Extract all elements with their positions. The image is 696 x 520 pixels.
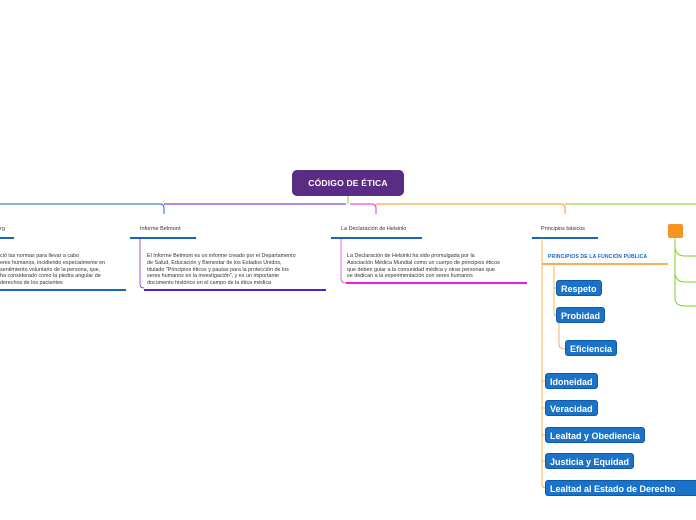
- topic-declaracion-helsinki[interactable]: La Declaración de Helsinki: [341, 226, 407, 232]
- topic-informe-belmont[interactable]: Informe Belmont: [140, 226, 181, 232]
- pill-justicia-equidad[interactable]: Justicia y Equidad: [545, 453, 635, 469]
- pill-lealtad-estado-derecho[interactable]: Lealtad al Estado de Derecho: [545, 480, 696, 496]
- orange-topic-node[interactable]: [668, 224, 683, 238]
- pill-respeto[interactable]: Respeto: [556, 280, 602, 296]
- pill-eficiencia[interactable]: Eficiencia: [565, 340, 618, 356]
- nuremberg-description: ció las normas para llevar a cabo eres h…: [0, 253, 106, 287]
- pill-idoneidad[interactable]: Idoneidad: [545, 373, 598, 389]
- topic-label-0[interactable]: rg: [0, 226, 5, 232]
- pill-lealtad-obediencia[interactable]: Lealtad y Obediencia: [545, 427, 646, 443]
- topic-principios-basicos[interactable]: Principios básicos: [541, 226, 586, 232]
- pill-probidad[interactable]: Probidad: [556, 307, 606, 323]
- helsinki-description: La Declaración de Helsinki ha sido promu…: [347, 253, 500, 280]
- belmont-description: El Informe Belmont es un informe creado …: [147, 253, 296, 287]
- pill-veracidad[interactable]: Veracidad: [545, 400, 598, 416]
- root-node[interactable]: CÓDIGO DE ÉTICA: [292, 170, 404, 196]
- principios-heading[interactable]: PRINCIPIOS DE LA FUNCIÓN PÚBLICA: [548, 254, 648, 260]
